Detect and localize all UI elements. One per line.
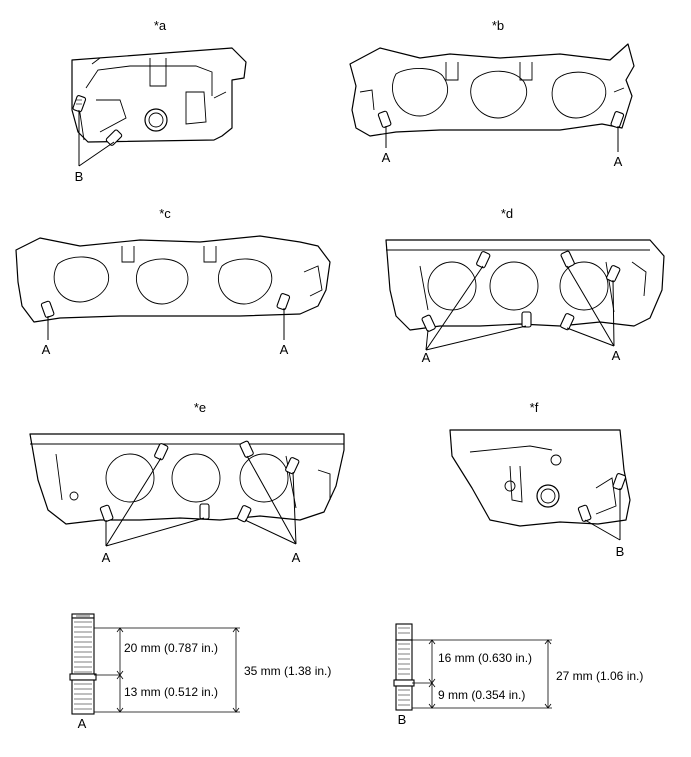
- view-c-tag: *c: [159, 206, 171, 221]
- view-a: *a B: [71, 18, 247, 184]
- leader-f-b: [584, 488, 621, 541]
- stud-hole-e-2: [99, 504, 114, 522]
- oil-hole: [144, 108, 168, 132]
- cylinder-head-exhaust-side-view-b: [349, 43, 635, 137]
- stud-hole-e-6: [237, 505, 252, 523]
- stud-hole-e-3: [199, 503, 210, 520]
- view-a-tag: *a: [154, 18, 167, 33]
- stud-a-lower-length: 13 mm (0.512 in.): [124, 685, 218, 699]
- stud-hole-d-2: [421, 314, 436, 332]
- callout-e-right: A: [292, 550, 301, 565]
- stud-hole-b-left: [377, 110, 392, 128]
- stud-hole-d-5: [606, 265, 621, 283]
- view-e-tag: *e: [194, 400, 206, 415]
- stud-bolt-a: [69, 613, 97, 715]
- view-f-tag: *f: [530, 400, 539, 415]
- view-b-tag: *b: [492, 18, 504, 33]
- callout-c-right: A: [280, 342, 289, 357]
- callout-c-left: A: [42, 342, 51, 357]
- view-c: *c A A: [15, 206, 331, 357]
- stud-b-total-length: 27 mm (1.06 in.): [556, 669, 643, 683]
- callout-e-left: A: [102, 550, 111, 565]
- stud-hole-c-left: [40, 300, 55, 318]
- stud-hole-d-6: [560, 313, 575, 331]
- stud-bolt-a-dimensions: A 20 mm (0.787 in.) 13 mm (0.512 in.) 35…: [69, 613, 331, 731]
- cylinder-head-intake-side-view-e: [29, 433, 345, 525]
- callout-d-left: A: [422, 350, 431, 365]
- stud-hole-e-1: [154, 443, 169, 461]
- stud-bolt-b: [393, 623, 415, 711]
- stud-hole-d-3: [521, 311, 532, 328]
- stud-hole-e-5: [285, 457, 300, 475]
- cylinder-head-exhaust-side-view-c: [15, 235, 331, 323]
- view-f: *f B: [449, 400, 631, 559]
- callout-b-right: A: [614, 154, 623, 169]
- view-d: *d A A: [385, 206, 665, 365]
- stud-a-upper-length: 20 mm (0.787 in.): [124, 641, 218, 655]
- oil-hole-f: [536, 484, 560, 508]
- stud-hole-b-2: [105, 129, 123, 146]
- stud-b-lower-length: 9 mm (0.354 in.): [438, 688, 525, 702]
- callout-b-left: A: [382, 150, 391, 165]
- stud-hole-b-right: [610, 111, 625, 129]
- stud-b-upper-length: 16 mm (0.630 in.): [438, 651, 532, 665]
- stud-hole-f-1: [612, 473, 627, 491]
- view-d-tag: *d: [501, 206, 513, 221]
- stud-hole-c-right: [276, 293, 291, 311]
- view-e: *e A A: [29, 400, 345, 565]
- callout-d-right: A: [612, 348, 621, 363]
- callout-f-b: B: [616, 544, 625, 559]
- stud-hole-d-4: [560, 250, 575, 268]
- stud-hole-f-2: [577, 504, 592, 522]
- leader-a-b: [78, 110, 115, 167]
- stud-hole-b-1: [72, 95, 87, 113]
- stud-b-label: B: [398, 712, 407, 727]
- view-b: *b A A: [349, 18, 635, 169]
- cylinder-head-intake-side-view-d: [385, 239, 665, 332]
- stud-a-label: A: [78, 716, 87, 731]
- cylinder-head-front-view-f: [449, 429, 631, 527]
- stud-a-total-length: 35 mm (1.38 in.): [244, 664, 331, 678]
- stud-hole-d-1: [476, 251, 491, 269]
- callout-a-b: B: [75, 169, 84, 184]
- stud-bolt-b-dimensions: B 16 mm (0.630 in.) 9 mm (0.354 in.) 27 …: [393, 623, 643, 727]
- stud-hole-e-4: [239, 440, 254, 458]
- cylinder-head-rear-view-a: [71, 47, 247, 146]
